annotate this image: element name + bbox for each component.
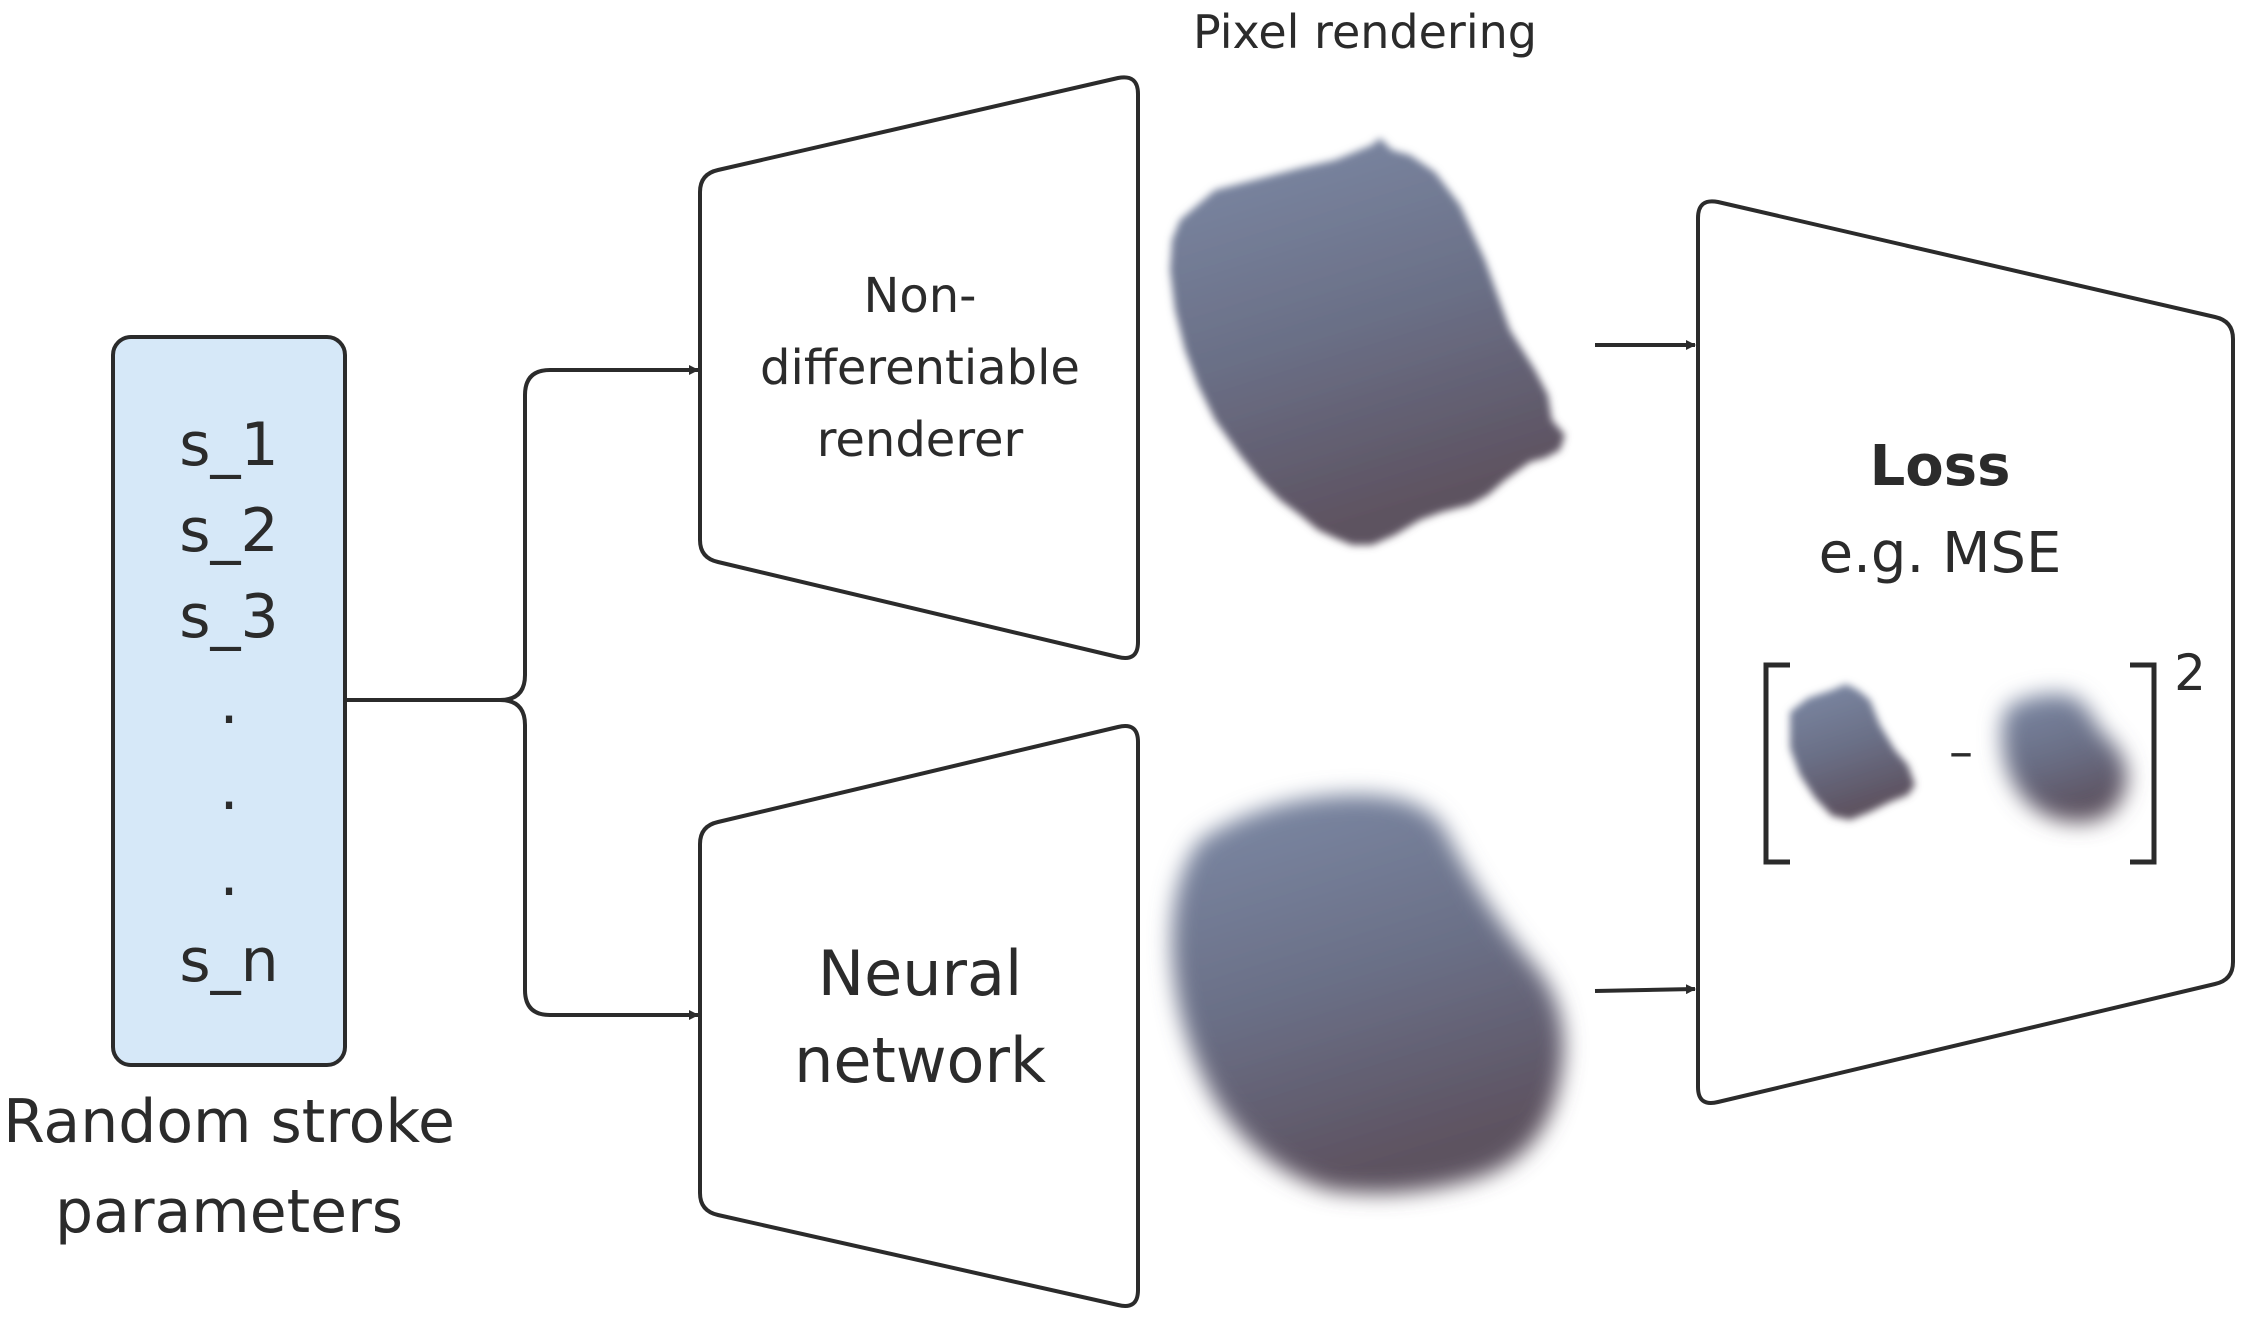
params-caption-line: Random stroke bbox=[3, 1087, 455, 1157]
branch-connector-bottom bbox=[499, 698, 699, 1020]
param-dot: . bbox=[219, 840, 238, 910]
predicted-stroke-image bbox=[1171, 794, 1564, 1194]
rendered-stroke-image bbox=[1170, 138, 1565, 545]
param-item: s_2 bbox=[179, 496, 278, 566]
renderer-label-line: renderer bbox=[817, 412, 1024, 468]
neural-label-line: Neural bbox=[818, 937, 1023, 1010]
arrow-predicted-to-loss bbox=[1594, 984, 1696, 995]
loss-block bbox=[1696, 199, 2235, 1105]
renderer-label-line: Non- bbox=[863, 268, 976, 324]
param-item: s_1 bbox=[179, 410, 278, 480]
neural-label-line: network bbox=[794, 1024, 1046, 1097]
param-dot: . bbox=[219, 754, 238, 824]
exponent-label: 2 bbox=[2174, 644, 2206, 702]
loss-rendered-thumbnail bbox=[1790, 684, 1915, 820]
loss-title: Loss bbox=[1870, 434, 2011, 499]
renderer-label-line: differentiable bbox=[760, 340, 1080, 396]
params-box: s_1 s_2 s_3 . . . s_n bbox=[111, 335, 347, 1067]
left-bracket bbox=[1763, 662, 1790, 865]
params-caption-line: parameters bbox=[55, 1177, 403, 1247]
param-item: s_n bbox=[179, 926, 278, 996]
param-item: s_3 bbox=[179, 582, 278, 652]
renderer-block bbox=[698, 75, 1140, 660]
neural-network-block bbox=[698, 724, 1140, 1308]
branch-connector-top bbox=[345, 365, 699, 702]
loss-predicted-thumbnail bbox=[2001, 693, 2128, 823]
right-bracket bbox=[2130, 662, 2157, 865]
param-dot: . bbox=[219, 668, 238, 738]
loss-subtitle: e.g. MSE bbox=[1819, 521, 2062, 586]
minus-operator: – bbox=[1949, 724, 1973, 780]
pixel-rendering-label: Pixel rendering bbox=[1193, 5, 1537, 59]
